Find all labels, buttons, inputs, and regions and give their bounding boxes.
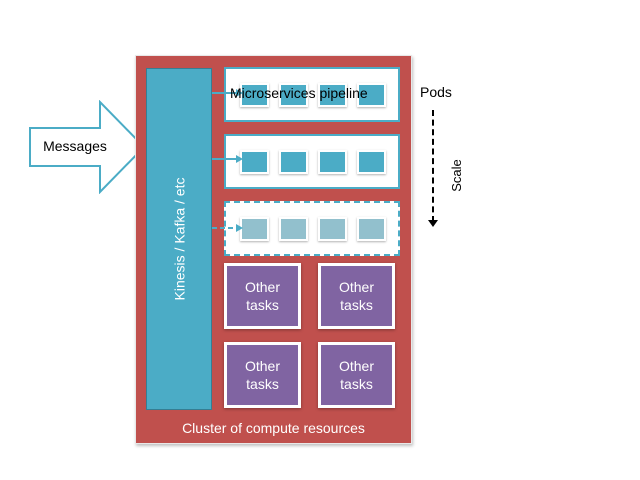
pod bbox=[279, 83, 308, 107]
cluster-label: Cluster of compute resources bbox=[182, 420, 365, 436]
message-stream-bar bbox=[146, 68, 212, 410]
arrow-head-icon bbox=[236, 224, 243, 232]
pod-row-scaled bbox=[224, 201, 400, 256]
pod bbox=[279, 217, 308, 241]
pods-label: Pods bbox=[420, 84, 452, 100]
scale-label: Scale bbox=[448, 158, 464, 192]
pod-row-1 bbox=[224, 67, 400, 122]
scale-arrow-line bbox=[432, 110, 434, 222]
pod bbox=[357, 150, 386, 174]
arrow-line-dashed bbox=[212, 227, 238, 229]
pod bbox=[318, 83, 347, 107]
pod bbox=[279, 150, 308, 174]
messages-label: Messages bbox=[43, 138, 107, 154]
pod bbox=[357, 83, 386, 107]
pod bbox=[240, 217, 269, 241]
pod-row-2 bbox=[224, 134, 400, 189]
arrow-head-icon bbox=[236, 155, 243, 163]
pod bbox=[318, 150, 347, 174]
pod bbox=[357, 217, 386, 241]
pod bbox=[318, 217, 347, 241]
arrow-head-icon bbox=[236, 89, 243, 97]
pod bbox=[240, 150, 269, 174]
arrow-line bbox=[212, 92, 238, 94]
stream-label: Kinesis / Kafka / etc bbox=[171, 177, 188, 301]
arrow-line bbox=[212, 158, 238, 160]
scale-arrow-head-icon bbox=[428, 220, 438, 227]
pipeline-label: Microservices pipeline bbox=[230, 85, 368, 101]
messages-arrow bbox=[29, 100, 146, 194]
pod bbox=[240, 83, 269, 107]
